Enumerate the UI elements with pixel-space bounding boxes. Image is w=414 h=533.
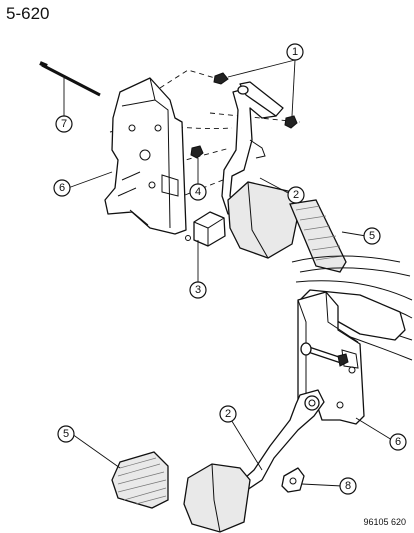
svg-text:4: 4 xyxy=(195,186,201,198)
mount-hole xyxy=(128,124,136,132)
callout-6-lower: 6 xyxy=(389,433,407,451)
bracket-part-6-upper xyxy=(104,77,187,235)
nut-part-1-top xyxy=(213,72,229,85)
mount-hole xyxy=(154,124,162,132)
svg-text:6: 6 xyxy=(59,182,65,194)
nut-part-1-right xyxy=(284,115,298,129)
callout-6-upper: 6 xyxy=(53,179,71,197)
callout-7: 7 xyxy=(55,115,73,133)
callout-1: 1 xyxy=(286,43,304,61)
leader-lines xyxy=(63,59,393,487)
callout-4: 4 xyxy=(189,183,207,201)
pedal-pad-part-5-lower xyxy=(111,451,169,509)
callout-2-upper: 2 xyxy=(287,186,305,204)
nut-part-4 xyxy=(190,145,204,159)
callout-3: 3 xyxy=(189,281,207,299)
svg-text:6: 6 xyxy=(395,436,401,448)
svg-text:1: 1 xyxy=(292,46,298,58)
svg-text:7: 7 xyxy=(61,118,67,130)
svg-text:8: 8 xyxy=(345,480,351,492)
mount-hole xyxy=(148,181,156,189)
svg-text:5: 5 xyxy=(369,230,375,242)
phantom-outline-upper xyxy=(159,69,233,196)
pedal-arm-part-2-lower xyxy=(183,389,325,533)
drawing-number: 96105 620 xyxy=(363,517,406,527)
clip-part-8 xyxy=(281,467,305,493)
switch-part-3 xyxy=(185,211,226,247)
callout-2-lower: 2 xyxy=(219,405,237,423)
svg-text:5: 5 xyxy=(63,428,69,440)
pedal-arm-part-2-upper xyxy=(221,81,301,259)
pivot-bolt-lower xyxy=(300,342,349,367)
svg-text:2: 2 xyxy=(225,408,231,420)
page-number: 5-620 xyxy=(6,4,50,23)
callout-5-upper: 5 xyxy=(363,227,381,245)
svg-text:2: 2 xyxy=(293,189,299,201)
rod-part-7 xyxy=(39,61,101,97)
callout-5-lower: 5 xyxy=(57,425,75,443)
callout-8: 8 xyxy=(339,477,357,495)
pedal-pad-part-5-upper xyxy=(289,199,347,273)
mount-hole xyxy=(139,149,151,161)
svg-text:3: 3 xyxy=(195,284,201,296)
